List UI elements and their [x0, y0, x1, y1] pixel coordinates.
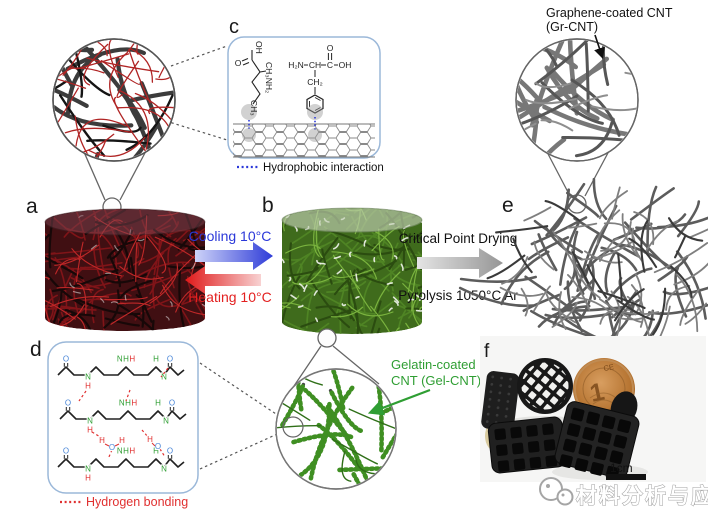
panel-c-hydrophobic: O OH CH₃NH₂ CH₃ H₂N CH C OH O CH₂ — [227, 36, 384, 174]
atom-H2N: H₂N — [288, 60, 304, 70]
aerogel-block-e — [458, 177, 708, 364]
panel-label-e: e — [502, 194, 514, 217]
panel-label-b: b — [262, 194, 274, 217]
panel-d-hydrogen-bonding: H O H H O Hydrogen bonding — [47, 341, 199, 509]
watermark: 材料分析与应用 — [539, 477, 708, 509]
panel-label-a: a — [26, 195, 38, 218]
cooling-heating-arrows: Cooling 10°C Heating 10°C — [185, 228, 273, 305]
svg-text:H: H — [119, 436, 125, 445]
watermark-text: 材料分析与应用 — [576, 484, 708, 508]
panel-label-c: c — [229, 16, 239, 38]
molecule-left: O OH CH₃NH₂ CH₃ — [235, 41, 274, 142]
cnt-lattice — [233, 124, 375, 157]
gelatin-label-line2: CNT (Gel-CNT) — [391, 373, 481, 388]
gelatin-label-line1: Gelatin-coated — [391, 357, 476, 372]
cooling-label: Cooling 10°C — [189, 228, 272, 244]
molecule-right: H₂N CH C OH O CH₂ — [288, 43, 351, 142]
gray-process-arrow — [417, 248, 503, 278]
scale-bar — [606, 474, 646, 480]
water-molecule: H O H — [98, 435, 126, 453]
watermark-logo — [539, 477, 563, 501]
gel-cnt-magnifier — [275, 368, 397, 490]
connector-lines — [83, 150, 610, 387]
graphene-label-line1: Graphene-coated CNT — [546, 6, 673, 20]
graphene-label-line2: (Gr-CNT) — [546, 20, 598, 34]
cylinder-b-gel — [281, 207, 423, 348]
svg-text:O: O — [155, 442, 161, 451]
atom-O: O — [235, 58, 242, 68]
drying-label: Critical Point Drying — [399, 231, 518, 246]
scale-bar-label: 1cm — [610, 461, 633, 475]
atom-OH: OH — [254, 41, 264, 54]
svg-text:O: O — [109, 443, 115, 452]
atom-C: C — [327, 60, 333, 70]
coin-letters: CE — [603, 362, 615, 373]
hydrogen-caption: Hydrogen bonding — [86, 495, 188, 509]
sol-network-magnifier — [52, 38, 176, 217]
atom-CH2: CH₂ — [307, 77, 323, 87]
atom-CH3: CH₃ — [249, 100, 259, 116]
waffle-block-left — [487, 416, 567, 474]
atom-O-carbonyl: O — [327, 43, 334, 53]
svg-text:H: H — [147, 435, 153, 444]
panel-f-photo: 1 CE 1cm — [480, 336, 706, 482]
svg-text:H: H — [99, 436, 105, 445]
heating-arrow — [185, 266, 261, 294]
hydroxyl-group: H O — [146, 434, 162, 452]
hydrophobic-caption: Hydrophobic interaction — [263, 162, 384, 174]
atom-CH: CH — [309, 60, 321, 70]
gr-cnt-magnifier — [515, 38, 639, 214]
pyrolysis-label: Pyrolysis 1050°C Ar — [398, 288, 518, 303]
atom-CH3NH2: CH₃NH₂ — [264, 62, 274, 93]
graphene-pointer-arrow — [594, 34, 605, 60]
cylinder-a-gel-solution — [44, 208, 206, 331]
panel-label-f: f — [484, 341, 490, 362]
cooling-arrow — [195, 242, 273, 270]
benzene-ring — [306, 94, 324, 114]
black-sponge-block — [481, 371, 520, 432]
gelatin-pointer-arrow — [367, 388, 431, 416]
inner-detail-circle — [282, 416, 304, 438]
atom-OH2: OH — [339, 60, 352, 70]
drying-pyrolysis-arrow: Critical Point Drying Pyrolysis 1050°C A… — [398, 231, 518, 303]
heating-label: Heating 10°C — [188, 289, 271, 305]
waffle-block-right — [554, 401, 640, 480]
hydrogen-bond-dashes — [78, 367, 169, 460]
zoom-origin-circle-b — [317, 328, 337, 348]
dashed-links — [165, 45, 285, 470]
panel-label-d: d — [30, 338, 42, 361]
